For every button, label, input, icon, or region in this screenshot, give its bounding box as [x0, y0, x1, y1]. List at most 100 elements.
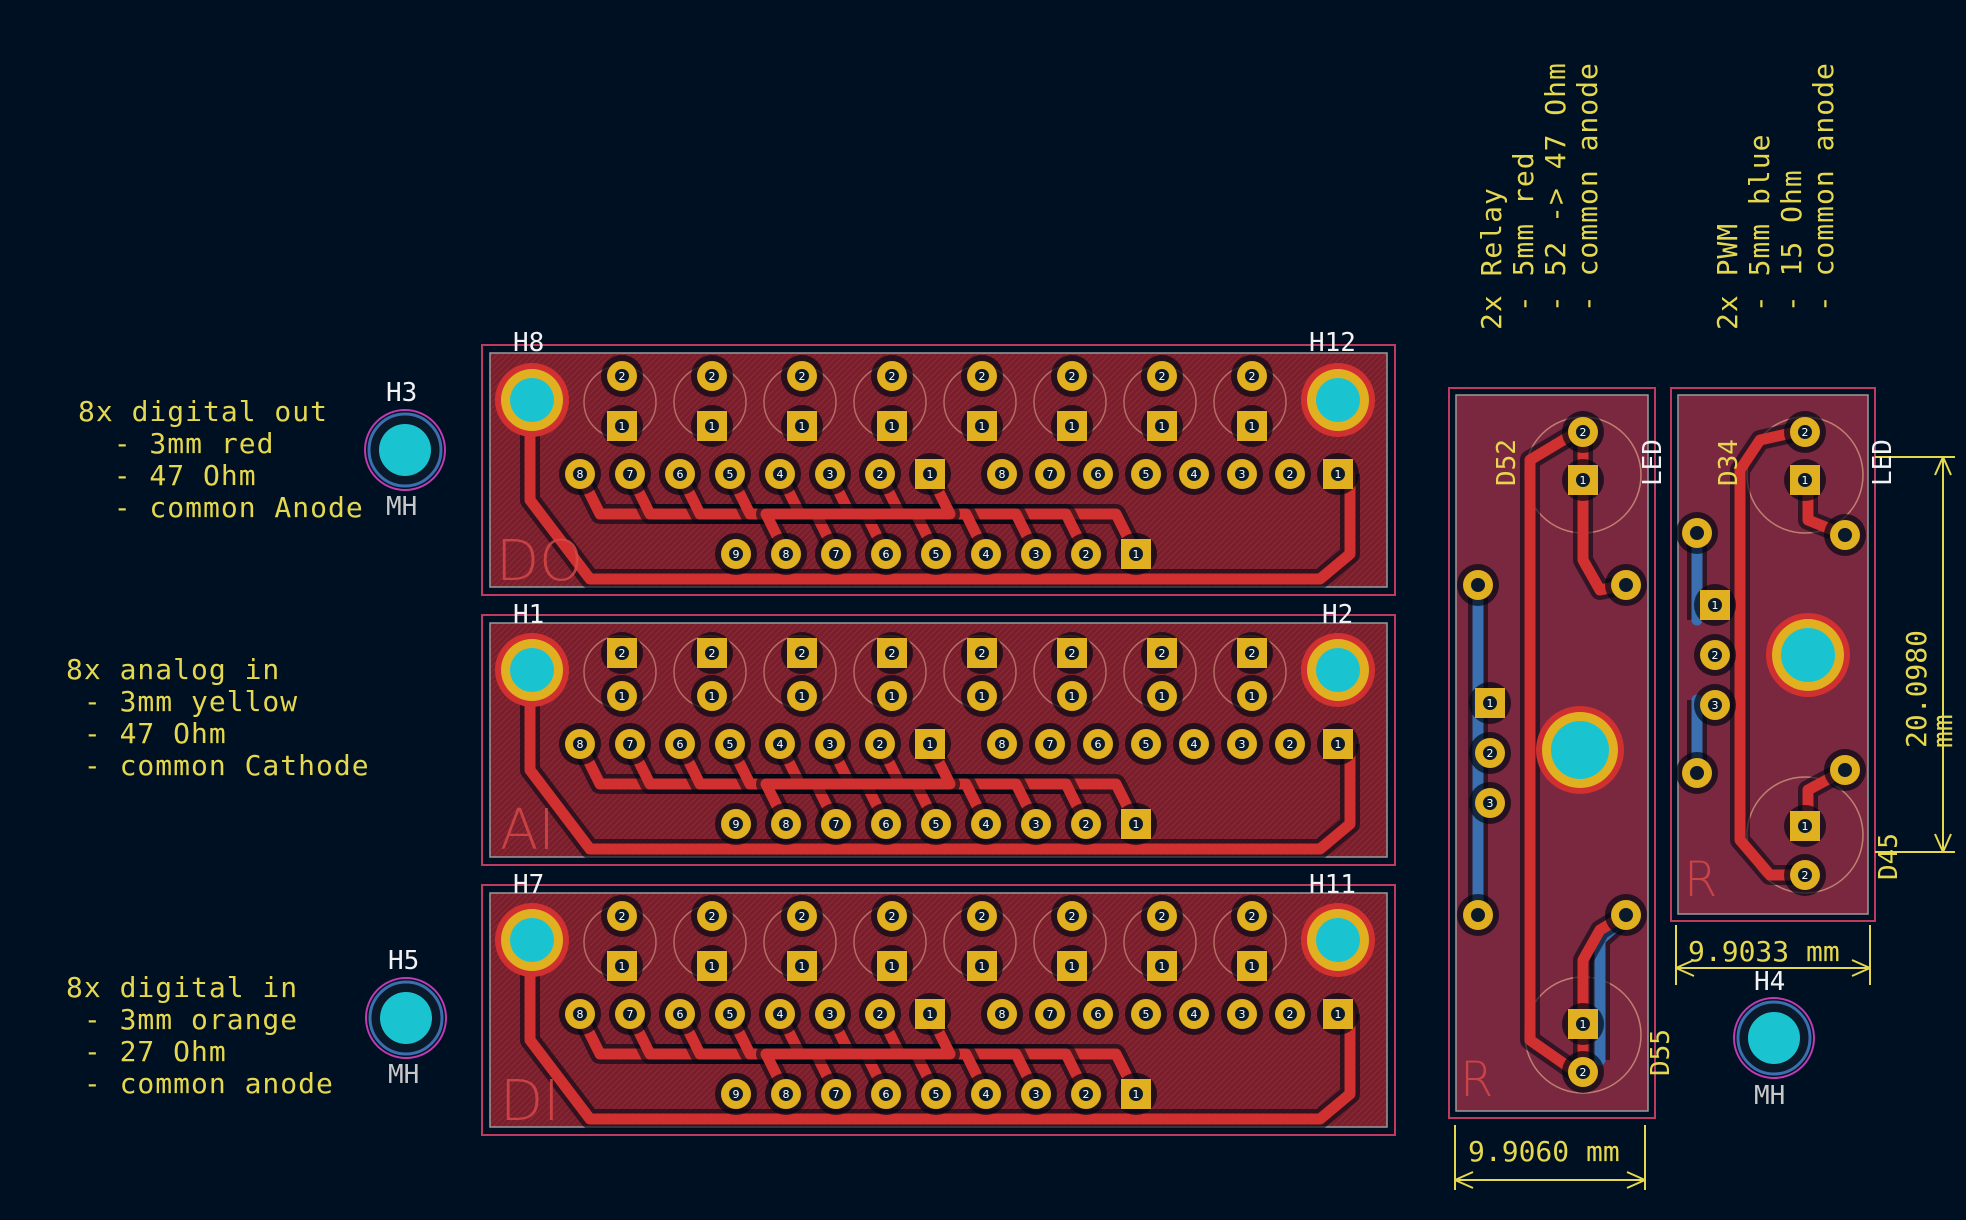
svg-text:1: 1	[1133, 818, 1140, 831]
svg-text:4: 4	[983, 818, 990, 831]
hole-h3-ref: H3	[386, 378, 418, 408]
board-do-header-pad: 1	[1115, 533, 1157, 575]
relay-board-outline	[1448, 387, 1656, 1119]
board-ai-led-pad: 1	[871, 675, 913, 717]
svg-text:1: 1	[709, 420, 716, 433]
svg-text:4: 4	[777, 468, 784, 481]
pwm-conn-pad: 3	[1694, 684, 1736, 726]
board-do-led-pad: 1	[871, 405, 913, 447]
board-do-led-pad: 1	[1141, 405, 1183, 447]
board-di-led-pad: 1	[601, 945, 643, 987]
board-ai-led-pad: 1	[691, 675, 733, 717]
svg-text:5: 5	[727, 1008, 734, 1021]
svg-text:7: 7	[833, 548, 840, 561]
svg-text:8: 8	[783, 818, 790, 831]
svg-text:4: 4	[1191, 1008, 1198, 1021]
board-do-hole-left: H8	[513, 328, 545, 358]
board-di-connector-a-pad: 6	[659, 993, 701, 1035]
svg-text:7: 7	[833, 818, 840, 831]
svg-text:3: 3	[1239, 738, 1246, 751]
svg-text:2: 2	[889, 910, 896, 923]
board-ai-led-pad: 1	[961, 675, 1003, 717]
board-ai-connector-a-pad: 4	[759, 723, 801, 765]
svg-text:1: 1	[1159, 960, 1166, 973]
hole-h4-value: MH	[1754, 1081, 1786, 1111]
board-ai-connector-a-pad: 8	[559, 723, 601, 765]
board-do-connector-b-pad: 7	[1029, 453, 1071, 495]
board-ai-header-pad: 3	[1015, 803, 1057, 845]
svg-text:2: 2	[889, 647, 896, 660]
board-do-led-pad: 2	[1141, 355, 1183, 397]
svg-text:8: 8	[999, 738, 1006, 751]
svg-text:4: 4	[1191, 468, 1198, 481]
dimension-pwm-height	[1875, 456, 1955, 853]
svg-text:1: 1	[1487, 697, 1494, 710]
pwm-board-outline	[1670, 387, 1876, 922]
board-di-header-pad: 9	[715, 1073, 757, 1115]
board-di-connector-b-pad: 3	[1221, 993, 1263, 1035]
board-di-led-pad: 2	[1231, 895, 1273, 937]
svg-text:1: 1	[1159, 690, 1166, 703]
pwm-mount	[1766, 613, 1850, 697]
board-do-led-pad: 1	[601, 405, 643, 447]
board-do-led-pad: 2	[1231, 355, 1273, 397]
board-di-led-pad: 1	[781, 945, 823, 987]
board-ai-led-pad: 1	[781, 675, 823, 717]
board-di-led-pad: 1	[1231, 945, 1273, 987]
board-ai-connector-a-pad: 3	[809, 723, 851, 765]
board-do-led-pad: 1	[961, 405, 1003, 447]
svg-text:2: 2	[1159, 370, 1166, 383]
board-di-connector-b-pad: 6	[1077, 993, 1119, 1035]
svg-text:2: 2	[799, 910, 806, 923]
svg-text:6: 6	[677, 738, 684, 751]
board-do-track	[760, 468, 956, 560]
svg-text:1: 1	[709, 690, 716, 703]
svg-text:5: 5	[1143, 738, 1150, 751]
mount-hole-h4	[1733, 997, 1815, 1079]
pwm-led-bottom-pad: 2	[1784, 854, 1826, 896]
note-analog-in: 8x analog in - 3mm yellow - 47 Ohm - com…	[66, 653, 370, 782]
board-di-connector-a-pad: 3	[809, 993, 851, 1035]
svg-text:1: 1	[1580, 474, 1587, 487]
svg-text:2: 2	[1287, 468, 1294, 481]
board-do-outline	[481, 344, 1396, 596]
relay-led-top-pad: 1	[1562, 459, 1604, 501]
svg-text:2: 2	[979, 647, 986, 660]
svg-text:1: 1	[709, 960, 716, 973]
board-ai-led-pad: 1	[1141, 675, 1183, 717]
svg-text:2: 2	[1287, 1008, 1294, 1021]
board-ai-header-pad: 6	[865, 803, 907, 845]
board-ai-connector-a-pad: 1	[909, 723, 951, 765]
svg-text:2: 2	[889, 370, 896, 383]
svg-text:8: 8	[577, 738, 584, 751]
board-di-led-pad: 2	[781, 895, 823, 937]
hole-h4-ref: H4	[1754, 967, 1786, 997]
board-do-connector-a-pad: 6	[659, 453, 701, 495]
board-di-hole-right: H11	[1309, 870, 1356, 900]
board-di-connector-a-pad: 8	[559, 993, 601, 1035]
board-di-common-track	[524, 964, 1356, 1125]
svg-text:1: 1	[799, 690, 806, 703]
svg-text:8: 8	[577, 468, 584, 481]
svg-text:1: 1	[619, 690, 626, 703]
svg-text:3: 3	[1033, 818, 1040, 831]
board-di-hole-left: H7	[513, 870, 545, 900]
board-di-header-pad: 6	[865, 1073, 907, 1115]
svg-text:1: 1	[1159, 420, 1166, 433]
board-do-header-pad: 2	[1065, 533, 1107, 575]
board-di-label: DI	[500, 1069, 560, 1134]
board-do-connector-a-pad: 2	[859, 453, 901, 495]
svg-text:3: 3	[1033, 548, 1040, 561]
board-do-common-track	[524, 424, 1356, 585]
board-di-led-pad: 2	[961, 895, 1003, 937]
board-di-led-pad: 2	[691, 895, 733, 937]
board-di-connector-b-pad: 2	[1269, 993, 1311, 1035]
svg-text:8: 8	[783, 1088, 790, 1101]
board-ai-header-pad: 1	[1115, 803, 1157, 845]
board-di-connector-b-pad: 7	[1029, 993, 1071, 1035]
svg-text:1: 1	[1249, 960, 1256, 973]
svg-text:6: 6	[883, 1088, 890, 1101]
board-ai-hole-left: H1	[513, 600, 545, 630]
svg-text:1: 1	[1069, 690, 1076, 703]
svg-text:2: 2	[1712, 649, 1719, 662]
